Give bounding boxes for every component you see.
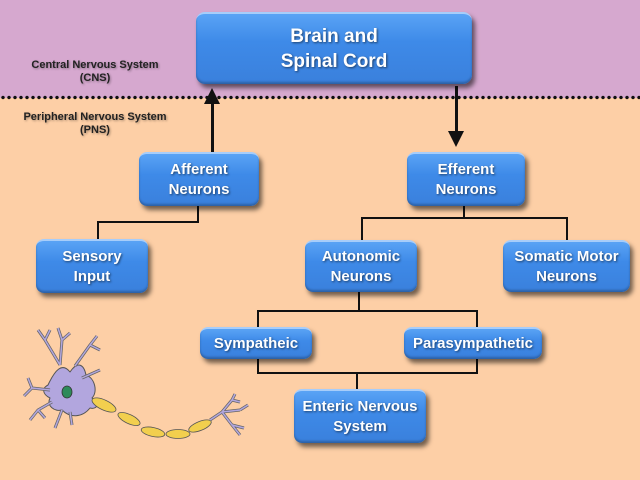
node-afferent-neurons[interactable]: Afferent Neurons <box>139 152 259 206</box>
brain-to-efferent-line <box>455 86 458 134</box>
arrowhead-up-icon <box>204 88 220 104</box>
cns-pns-divider <box>0 95 640 100</box>
node-brain-spinal-cord[interactable]: Brain and Spinal Cord <box>196 12 472 84</box>
node-parasympathetic[interactable]: Parasympathetic <box>404 327 542 359</box>
connector-line <box>356 372 358 390</box>
connector-line <box>361 217 363 241</box>
connector-line <box>197 206 199 222</box>
connector-line <box>257 310 259 328</box>
connector-line <box>476 310 478 328</box>
node-enteric-nervous-system[interactable]: Enteric Nervous System <box>294 389 426 443</box>
node-autonomic-neurons[interactable]: Autonomic Neurons <box>305 240 417 292</box>
connector-line <box>361 217 568 219</box>
connector-line <box>463 206 465 218</box>
connector-line <box>257 356 259 374</box>
neuron-nucleus <box>61 385 73 399</box>
node-somatic-motor-neurons[interactable]: Somatic Motor Neurons <box>503 240 630 292</box>
connector-line <box>358 292 360 311</box>
arrowhead-down-icon <box>448 131 464 147</box>
afferent-to-brain-line <box>211 100 214 152</box>
connector-line <box>566 217 568 241</box>
node-sensory-input[interactable]: Sensory Input <box>36 239 148 293</box>
cns-label: Central Nervous System (CNS) <box>31 59 159 84</box>
connector-line <box>257 372 478 374</box>
connector-line <box>257 310 478 312</box>
connector-line <box>476 356 478 374</box>
node-sympathetic[interactable]: Sympatheic <box>200 327 312 359</box>
pns-label: Peripheral Nervous System (PNS) <box>23 111 167 136</box>
node-efferent-neurons[interactable]: Efferent Neurons <box>407 152 525 206</box>
connector-line <box>97 221 199 223</box>
connector-line <box>97 221 99 239</box>
